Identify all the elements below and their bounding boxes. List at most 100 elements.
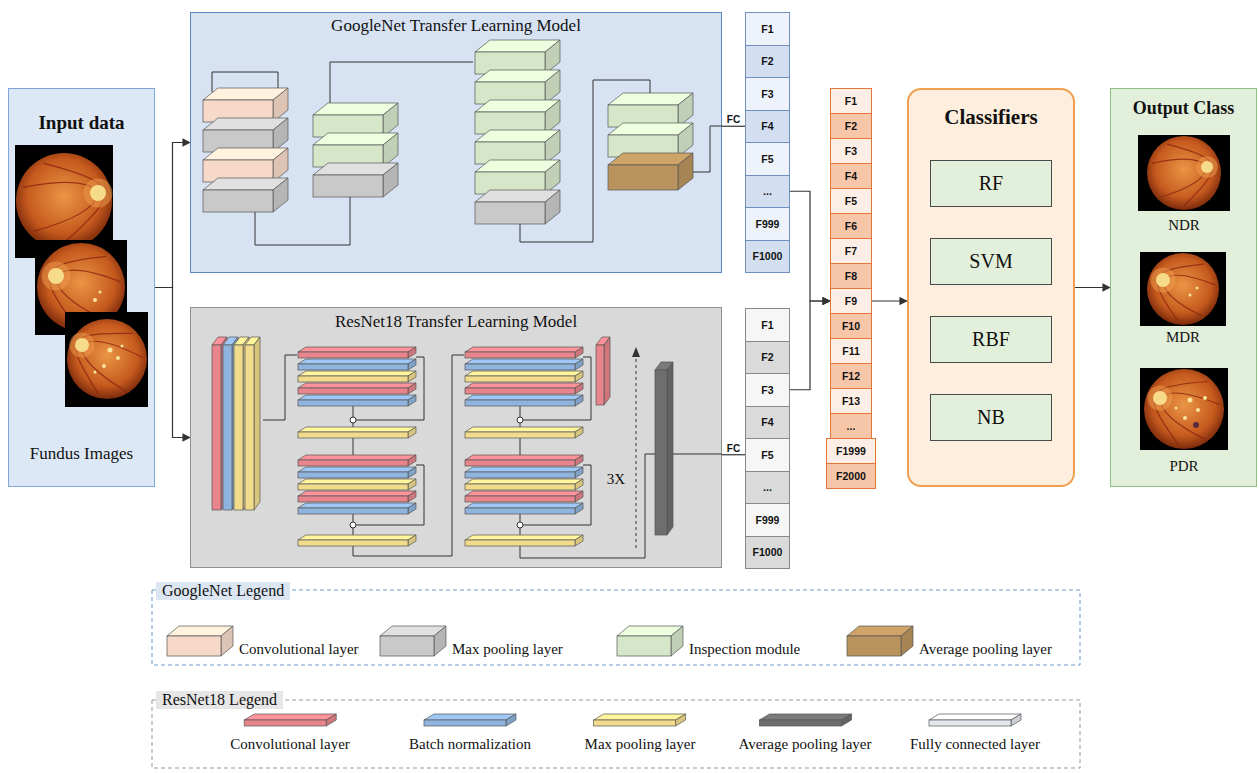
- block-front: [298, 484, 408, 490]
- illustration-group: [203, 40, 722, 245]
- feature-cell: F2: [745, 341, 790, 375]
- block-side: [901, 626, 913, 656]
- max-pool-block: [203, 118, 288, 152]
- swatch-block: [167, 626, 233, 656]
- block-front: [608, 105, 678, 127]
- feature-label: F1: [758, 23, 776, 35]
- block-front: [465, 484, 575, 490]
- exudate: [99, 291, 102, 294]
- block-side: [678, 153, 693, 190]
- fused-feature-cell: F8: [830, 263, 872, 289]
- block-front: [298, 540, 408, 546]
- block-front: [465, 388, 575, 394]
- fused-feature-cell: F11: [830, 338, 872, 364]
- legend-text: Batch normalization: [409, 736, 531, 753]
- block-top: [203, 178, 288, 190]
- swatch-plate: [929, 714, 1021, 726]
- legend-swatch: [242, 712, 338, 728]
- class-name: NDR: [1168, 217, 1200, 234]
- block-top: [313, 103, 398, 115]
- blood-vessel: [80, 333, 132, 345]
- block-top: [298, 455, 416, 460]
- legend-item: Average pooling layer: [845, 622, 1052, 658]
- disc-glow: [1196, 156, 1218, 178]
- block-front: [596, 345, 604, 405]
- inception-module-block: [608, 123, 693, 157]
- block-top: [298, 503, 416, 508]
- avg-pool-bar: [655, 362, 673, 535]
- connector: [155, 288, 190, 438]
- legend-frame: [152, 700, 1080, 768]
- block-side: [841, 714, 851, 726]
- block-front: [298, 352, 408, 358]
- feature-label: F4: [842, 170, 860, 182]
- panel-heading: Output Class: [1130, 98, 1238, 119]
- legend-swatch: [615, 622, 685, 658]
- block-top: [298, 359, 416, 364]
- disc-glow: [69, 332, 94, 357]
- residual-layer-plate: [465, 359, 583, 370]
- block-top: [465, 535, 583, 540]
- blood-vessel: [1163, 275, 1215, 285]
- image-caption: Fundus Images: [27, 444, 136, 464]
- feature-cell: F4: [745, 110, 790, 144]
- swatch-shape: [378, 622, 448, 658]
- max-pool-block: [475, 190, 560, 224]
- block-top: [465, 359, 583, 364]
- feature-label: F4: [758, 416, 776, 428]
- residual-layer-plate: [465, 535, 583, 546]
- legend-title: ResNet18 Legend: [156, 691, 283, 709]
- feature-label: ...: [760, 185, 775, 197]
- residual-layer-plate: [465, 467, 583, 478]
- residual-layer-plate: [465, 371, 583, 382]
- feature-cell: F1000: [745, 536, 790, 570]
- disc-glow: [42, 262, 71, 291]
- feature-label: F3: [758, 88, 776, 100]
- blood-vessel: [1161, 264, 1204, 280]
- block-side: [243, 337, 249, 510]
- block-top: [223, 337, 238, 345]
- block-side: [678, 123, 693, 157]
- feature-label: F2000: [833, 470, 869, 482]
- swatch-group: [380, 626, 446, 656]
- feature-label: F5: [758, 449, 776, 461]
- layer-link: [520, 406, 521, 428]
- classifier-box: NB: [930, 394, 1052, 441]
- optic-disc: [1201, 161, 1213, 173]
- blood-vessel: [76, 345, 98, 394]
- block-side: [273, 118, 288, 152]
- layer-link: [212, 72, 278, 92]
- swatch-shape: [242, 712, 338, 728]
- block-side: [408, 503, 416, 514]
- layer-link: [353, 406, 354, 428]
- block-front: [298, 432, 408, 438]
- block-side: [575, 535, 583, 546]
- layer-link: [353, 355, 464, 556]
- legend-swatch: [757, 712, 853, 728]
- feature-label: F4: [758, 120, 776, 132]
- fused-feature-cell: F5: [830, 188, 872, 214]
- feature-label: ...: [844, 420, 859, 432]
- block-front: [167, 636, 221, 656]
- layer-link: [263, 355, 297, 420]
- residual-layer-plate: [298, 427, 416, 438]
- swatch-shape: [422, 712, 518, 728]
- classifier-name: RBF: [969, 328, 1013, 351]
- retina: [1147, 136, 1221, 210]
- panel-illustration: [8, 88, 155, 487]
- image-ground: [65, 312, 148, 407]
- residual-layer-plate: [465, 455, 583, 466]
- model-panel: GoogleNet Transfer Learning Model: [190, 12, 722, 273]
- repeat-arrowhead: [632, 347, 640, 357]
- layer-link: [520, 514, 521, 535]
- fused-feature-cell: ...: [830, 413, 872, 439]
- block-top: [608, 123, 693, 135]
- block-front: [475, 82, 545, 104]
- block-top: [203, 88, 288, 100]
- feature-label: F5: [842, 195, 860, 207]
- connector: [872, 300, 907, 301]
- lesion: [1193, 422, 1199, 428]
- block-front: [313, 115, 383, 137]
- classifier-name: RF: [976, 172, 1006, 195]
